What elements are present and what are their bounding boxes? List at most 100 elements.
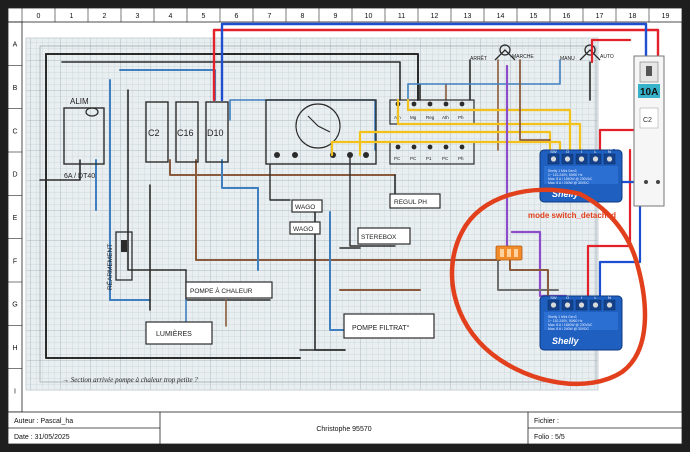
breaker-d10-label: D10 [207,128,224,138]
terminal-screw [459,101,465,107]
sterebox-box [357,227,411,245]
shelly-bottom-brand: Shelly [552,336,580,346]
breaker-d10-box [205,101,229,163]
terminal-screw [606,156,613,162]
wire-yellow-3 [330,140,562,157]
shelly-top-spec-4: Max: 8 A / 240W @ 30VDC [548,181,589,185]
column-label: 12 [431,13,439,20]
lumieres-box [145,321,213,345]
shelly-terminal-label: L [594,295,597,300]
shelly-terminal-label: O [566,295,569,300]
row-label: C [12,128,17,135]
switch-manu-auto: MANU AUTO [560,44,614,62]
terminal-screw [550,156,557,162]
wire-blue-main [220,22,648,102]
terminal-screw [411,101,417,107]
shelly-top-spec-2: 1~ 110-240V, 50/60 Hz [548,173,583,177]
wire-yellow-2 [406,98,572,152]
breaker-c16-label: C16 [177,128,194,138]
row-label: I [14,388,16,395]
terminal-label: PC [442,156,449,161]
terminal-screw [592,156,599,162]
breaker-rating: 10A [640,87,658,98]
wire-grey-1 [497,253,559,291]
terminal-screw [411,144,417,150]
wire-brown-feed [509,255,549,297]
folio-field: Folio : 5/5 [534,434,565,441]
switch-left-on: MARCHE [512,54,534,60]
wire-brown-right [519,59,551,141]
author-field: Auteur : Pascal_ha [14,418,73,425]
sterebox-label: STEREBOX [361,234,397,241]
alim-box [63,107,105,165]
rearmement-label: RÉARMEMENT [105,244,114,290]
switch-right-auto: AUTO [600,54,614,60]
wire-yellow-4 [358,130,552,157]
column-label: 5 [202,13,206,20]
breaker-c2-box [145,101,169,163]
shelly-terminal-label: I [581,149,582,154]
breaker-brand: C2 [643,117,652,124]
wire-red-right-1 [590,38,632,64]
shelly-terminal-label: SW [550,149,557,154]
row-label: G [12,302,17,309]
shelly-bottom-spec-4: Max: 8 A / 240W @ 30VDC [548,327,589,331]
column-label: 9 [334,13,338,20]
row-label: E [13,215,18,222]
row-label: H [12,345,17,352]
regul-box [389,193,441,209]
terminal-screw [578,156,585,162]
row-label: D [12,172,17,179]
regul-label: REGUL PH [394,199,427,206]
shelly-top-brand: Shelly [552,189,580,199]
column-label: 2 [103,13,107,20]
column-label: 16 [563,13,571,20]
terminal-screw [395,144,401,150]
shelly-terminal-label: N [608,295,611,300]
shelly-bottom-spec-2: 1~ 110-240V, 50/60 Hz [548,319,583,323]
wago-connector [495,245,523,261]
shelly-bottom-spec-3: Max: 8 A / 1840W @ 230VAC [548,323,593,327]
shelly-terminal-label: O [566,149,569,154]
shelly-terminal-label: L [594,149,597,154]
pompe-chaleur-label: POMPE À CHALEUR [190,286,253,295]
shelly-terminal-label: SW [550,295,557,300]
wire-red-right-2 [586,148,632,298]
column-label: 15 [530,13,538,20]
column-label: 19 [662,13,670,20]
column-label: 6 [235,13,239,20]
switch-left-off: ARRÊT [470,54,487,62]
column-label: 13 [464,13,472,20]
column-label: 7 [268,13,272,20]
project-name: Christophe 95570 [316,426,371,433]
alim-fuse-icon [85,107,99,117]
switch-right-manu: MANU [560,56,575,62]
terminal-screw [459,144,465,150]
switch-arret-marche: ARRÊT MARCHE [470,44,534,62]
title-block: Auteur : Pascal_ha Date : 31/05/2025 Chr… [7,411,683,445]
terminal-screw [592,302,599,308]
breaker-c2-label: C2 [148,128,160,138]
shelly-top-spec-1: Shelly 1 Mini Gen3 [548,169,577,173]
lumieres-label: LUMIÈRES [156,329,192,338]
alim-rating: 6A / DT40 [64,173,95,180]
terminal-label: Ph [458,115,464,120]
column-label: 17 [596,13,604,20]
shelly-bottom-spec-1: Shelly 1 Mini Gen3 [548,315,577,319]
column-label: 1 [70,13,74,20]
alim-title: ALIM [70,97,89,106]
breaker-c16-box [175,101,199,163]
wago-label-1: WAGO [295,204,315,211]
clock-icon [295,103,341,149]
pompe-chaleur-box [185,281,273,299]
terminal-screw [564,302,571,308]
terminal-screw [564,156,571,162]
shelly-top-spec-3: Max: 8 A / 1840W @ 230VAC [548,177,593,181]
terminal-label: Ath [442,115,449,120]
column-label: 3 [136,13,140,20]
mode-switch-label: mode switch_detached [528,211,616,220]
